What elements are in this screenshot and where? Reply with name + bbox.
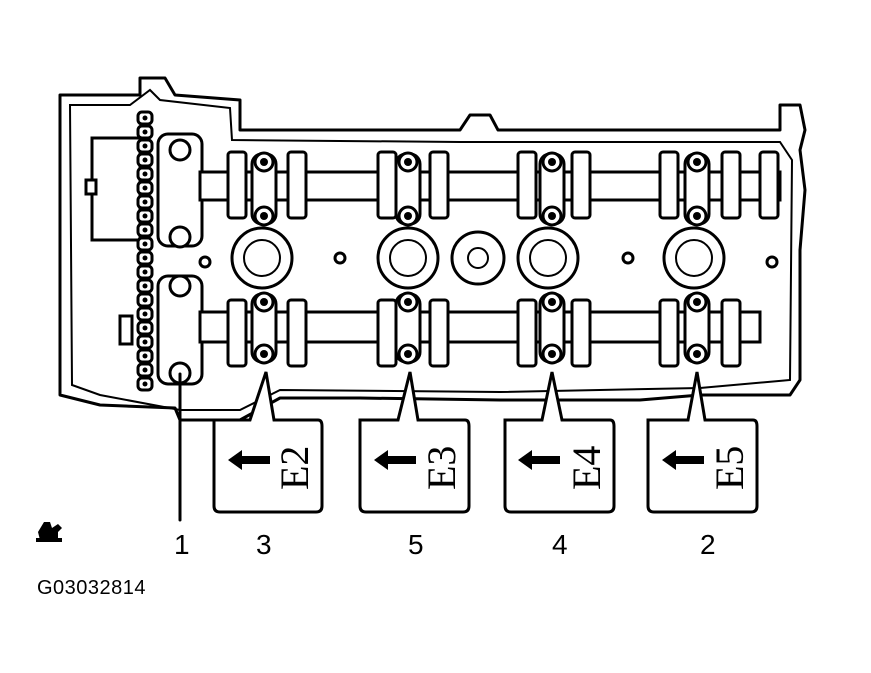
- callout-e5: [646, 371, 759, 514]
- cap-bolt-center: [404, 298, 412, 306]
- cap-bolt-center: [260, 158, 268, 166]
- cam-sprocket-housing-stub: [84, 178, 98, 196]
- spark-plug-holes: [198, 226, 779, 290]
- exhaust-cam-lobe: [516, 150, 538, 220]
- chain-pin: [142, 367, 148, 373]
- chain-pin: [142, 199, 148, 205]
- bearing-caps: [250, 151, 711, 365]
- cap-bolt-center: [693, 350, 701, 358]
- front-bolt-3: [168, 274, 192, 298]
- plug-hole-2: [376, 226, 440, 290]
- chain-pin: [142, 185, 148, 191]
- sequence-label-4: 4: [552, 529, 568, 560]
- arrow-e4: [518, 450, 560, 470]
- cap-bolt-center: [548, 298, 556, 306]
- chain-pin: [142, 241, 148, 247]
- cap-bolt-center: [260, 298, 268, 306]
- exhaust-cam-lobe: [376, 150, 398, 220]
- chain-pin: [142, 381, 148, 387]
- chain-pin: [142, 283, 148, 289]
- callout-e3: [358, 371, 471, 514]
- small-hole-3: [765, 255, 779, 269]
- cap-bolt-center: [548, 158, 556, 166]
- sequence-label-2: 2: [700, 529, 716, 560]
- exhaust-cam-lobe: [428, 150, 450, 220]
- cap-bolt-center: [548, 212, 556, 220]
- plug-hole-1: [230, 226, 294, 290]
- chain-pin: [142, 171, 148, 177]
- exhaust-cam-lobe: [758, 150, 780, 220]
- chain-pin: [142, 325, 148, 331]
- front-bolt-1: [168, 138, 192, 162]
- small-hole-4: [198, 255, 212, 269]
- cap-bolt-center: [260, 350, 268, 358]
- callout-e4: [503, 371, 616, 514]
- cap-label-e4: E4: [564, 446, 609, 490]
- chain-pin: [142, 297, 148, 303]
- chain-pin: [142, 227, 148, 233]
- cap-label-e2: E2: [272, 446, 317, 490]
- oil-can-icon: [36, 522, 62, 542]
- chain-pin: [142, 269, 148, 275]
- sequence-label-5: 5: [408, 529, 424, 560]
- cap-bolt-center: [404, 158, 412, 166]
- front-bolt-2: [168, 225, 192, 249]
- cap-bolt-center: [260, 212, 268, 220]
- cap-label-e5: E5: [707, 446, 752, 490]
- small-hole-2: [621, 251, 635, 265]
- cap-bolt-center: [404, 212, 412, 220]
- exhaust-cam-lobe: [570, 150, 592, 220]
- exhaust-cam-lobe: [286, 150, 308, 220]
- cap-bolt-center: [693, 298, 701, 306]
- center-plug: [450, 230, 506, 286]
- plug-hole-3: [516, 226, 580, 290]
- reference-code: G03032814: [37, 577, 147, 599]
- chain-pin: [142, 339, 148, 345]
- head-inner-outline: [68, 88, 794, 411]
- chain-pin: [142, 115, 148, 121]
- timing-chain: [136, 110, 154, 392]
- arrow-e2: [228, 450, 270, 470]
- cap-bolt-center: [693, 212, 701, 220]
- cam-sprocket-housing: [90, 136, 142, 242]
- chain-pin: [142, 143, 148, 149]
- intake-sprocket-stub: [118, 314, 134, 346]
- chain-pin: [142, 311, 148, 317]
- intake-cam-lobe: [226, 298, 248, 368]
- chain-pin: [142, 157, 148, 163]
- cap-bolt-center: [404, 350, 412, 358]
- small-hole-1: [333, 251, 347, 265]
- intake-cam-lobe: [658, 298, 680, 368]
- cap-bolt-center: [693, 158, 701, 166]
- plug-hole-4: [662, 226, 726, 290]
- cap-label-e3: E3: [419, 446, 464, 490]
- chain-pin: [142, 213, 148, 219]
- intake-cam-lobe: [720, 298, 742, 368]
- sequence-label-1: 1: [174, 529, 190, 560]
- intake-cam-lobe: [516, 298, 538, 368]
- chain-pin: [142, 129, 148, 135]
- intake-cam-lobe: [286, 298, 308, 368]
- intake-cam-lobe: [570, 298, 592, 368]
- cylinder-head-outline: [58, 76, 807, 422]
- sequence-label-3: 3: [256, 529, 272, 560]
- intake-cam-lobe: [376, 298, 398, 368]
- callouts: E2 E3 E4 E5: [212, 371, 759, 514]
- cap-bolt-center: [548, 350, 556, 358]
- chain-pin: [142, 353, 148, 359]
- chain-pin: [142, 255, 148, 261]
- exhaust-cam-lobe: [226, 150, 248, 220]
- cam-lobes: [226, 150, 780, 368]
- arrow-e3: [374, 450, 416, 470]
- exhaust-cam-lobe: [658, 150, 680, 220]
- exhaust-cam-lobe: [720, 150, 742, 220]
- intake-cam-lobe: [428, 298, 450, 368]
- callout-e2: [212, 371, 324, 514]
- arrow-e5: [662, 450, 704, 470]
